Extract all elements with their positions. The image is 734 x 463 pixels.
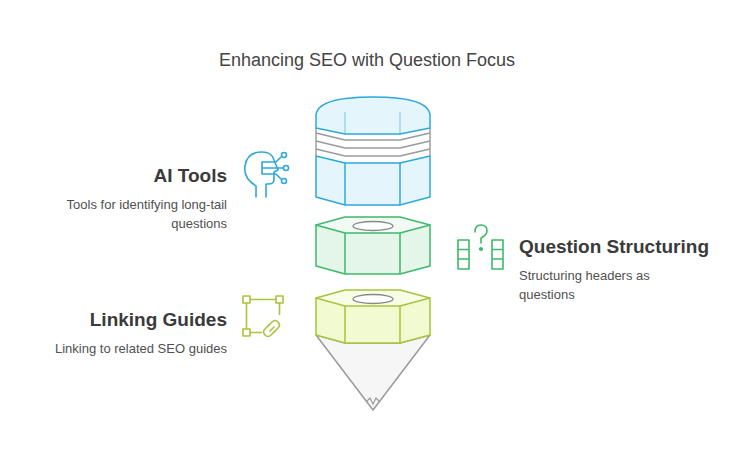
nut-edge — [345, 306, 400, 343]
dome-cap — [316, 97, 430, 134]
prism-body — [316, 156, 430, 205]
column-block — [458, 240, 469, 269]
prism-edge — [345, 163, 400, 205]
column-split — [492, 250, 503, 260]
nut-hole — [353, 222, 393, 231]
ai-head-icon — [245, 152, 289, 197]
question-dot — [480, 248, 483, 251]
question-mark — [475, 225, 487, 243]
nut-edge — [345, 233, 400, 274]
frame-line — [247, 300, 280, 333]
callout-block: Linking GuidesLinking to related SEO gui… — [27, 308, 227, 358]
corner-square — [243, 296, 250, 303]
cone-tip-notch — [366, 398, 380, 404]
question-grid-icon — [458, 225, 503, 269]
callout-description: Tools for identifying long-tail question… — [27, 195, 227, 233]
nut-hole — [353, 295, 393, 304]
circuit-line — [262, 157, 283, 179]
corner-square — [243, 329, 250, 336]
cone-tip — [316, 335, 430, 410]
callout-heading: AI Tools — [27, 164, 227, 188]
circuit-dot — [282, 179, 287, 184]
dome-edge — [345, 112, 400, 134]
circuit-dot — [282, 153, 287, 158]
callout-block: Question StructuringStructuring headers … — [519, 235, 691, 304]
chain-link — [268, 321, 280, 333]
callout-heading: Linking Guides — [27, 308, 227, 332]
link-icon — [243, 296, 283, 337]
nut-top — [316, 217, 430, 233]
circuit-dot — [284, 166, 289, 171]
corner-square — [276, 296, 283, 303]
diagram-title: Enhancing SEO with Question Focus — [0, 50, 734, 71]
nut-top — [316, 290, 430, 306]
chain-link — [270, 327, 274, 331]
chain-link — [264, 325, 276, 337]
callout-description: Linking to related SEO guides — [27, 339, 227, 358]
column-block — [492, 240, 503, 269]
callout-description: Structuring headers as questions — [519, 266, 691, 304]
ring-band — [316, 133, 430, 156]
callout-heading: Question Structuring — [519, 235, 691, 259]
callout-block: AI ToolsTools for identifying long-tail … — [27, 164, 227, 233]
column-split — [458, 250, 469, 260]
